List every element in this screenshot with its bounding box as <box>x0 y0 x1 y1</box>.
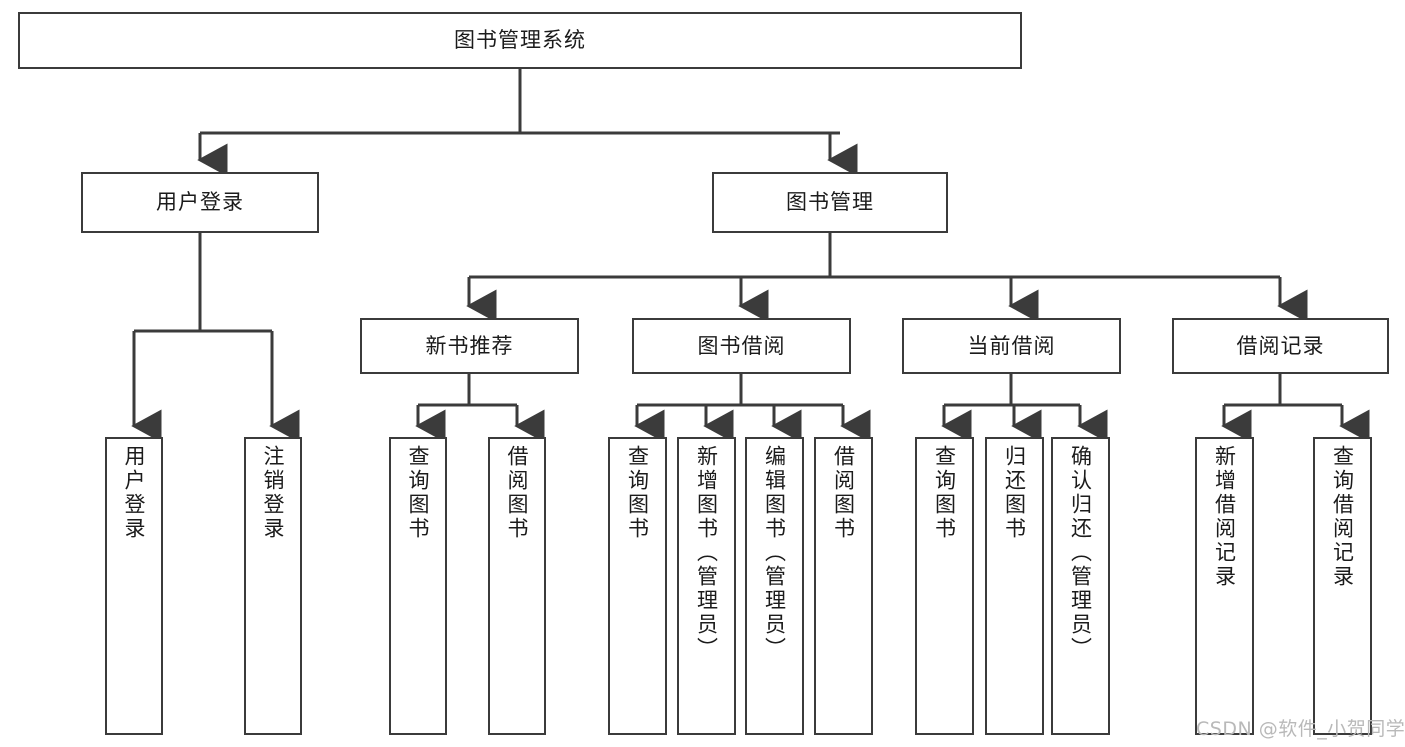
node-label: 新书推荐 <box>425 333 514 358</box>
node-label: 图书管理系统 <box>454 28 586 53</box>
node-label: 借阅图书 <box>505 445 530 541</box>
node-label: 图书管理 <box>786 190 874 215</box>
node-label: 查询图书 <box>406 445 431 541</box>
node-leaf-add-book[interactable]: 新增图书（管理员） <box>677 437 736 735</box>
node-leaf-borrow-book-1[interactable]: 借阅图书 <box>488 437 546 735</box>
csdn-watermark: CSDN @软件_小贺同学 <box>1196 718 1405 740</box>
node-user-login[interactable]: 用户登录 <box>81 172 319 233</box>
node-book-borrow[interactable]: 图书借阅 <box>632 318 851 374</box>
node-leaf-confirm-return[interactable]: 确认归还（管理员） <box>1051 437 1110 735</box>
node-book-manage[interactable]: 图书管理 <box>712 172 948 233</box>
node-label: 确认归还（管理员） <box>1068 445 1093 661</box>
node-borrow-record[interactable]: 借阅记录 <box>1172 318 1389 374</box>
node-leaf-edit-book[interactable]: 编辑图书（管理员） <box>745 437 804 735</box>
node-leaf-add-record[interactable]: 新增借阅记录 <box>1195 437 1254 735</box>
node-label: 编辑图书（管理员） <box>762 445 787 661</box>
node-label: 查询图书 <box>932 445 957 541</box>
node-label: 当前借阅 <box>967 333 1056 358</box>
node-leaf-return-book[interactable]: 归还图书 <box>985 437 1044 735</box>
node-label: 新增借阅记录 <box>1212 445 1237 589</box>
node-label: 图书借阅 <box>697 333 786 358</box>
node-current-borrow[interactable]: 当前借阅 <box>902 318 1121 374</box>
node-label: 归还图书 <box>1002 445 1027 541</box>
node-label: 查询借阅记录 <box>1330 445 1355 589</box>
node-new-book-rec[interactable]: 新书推荐 <box>360 318 579 374</box>
node-label: 用户登录 <box>122 445 147 541</box>
node-leaf-borrow-book-2[interactable]: 借阅图书 <box>814 437 873 735</box>
node-leaf-query-book-1[interactable]: 查询图书 <box>389 437 447 735</box>
node-leaf-query-record[interactable]: 查询借阅记录 <box>1313 437 1372 735</box>
node-label: 注销登录 <box>261 445 286 541</box>
node-root-system[interactable]: 图书管理系统 <box>18 12 1022 69</box>
node-label: 查询图书 <box>625 445 650 541</box>
node-leaf-query-book-3[interactable]: 查询图书 <box>915 437 974 735</box>
node-leaf-user-login[interactable]: 用户登录 <box>105 437 163 735</box>
node-label: 新增图书（管理员） <box>694 445 719 661</box>
node-leaf-query-book-2[interactable]: 查询图书 <box>608 437 667 735</box>
node-label: 用户登录 <box>156 190 244 215</box>
node-leaf-logout[interactable]: 注销登录 <box>244 437 302 735</box>
node-label: 借阅图书 <box>831 445 856 541</box>
node-label: 借阅记录 <box>1236 333 1325 358</box>
